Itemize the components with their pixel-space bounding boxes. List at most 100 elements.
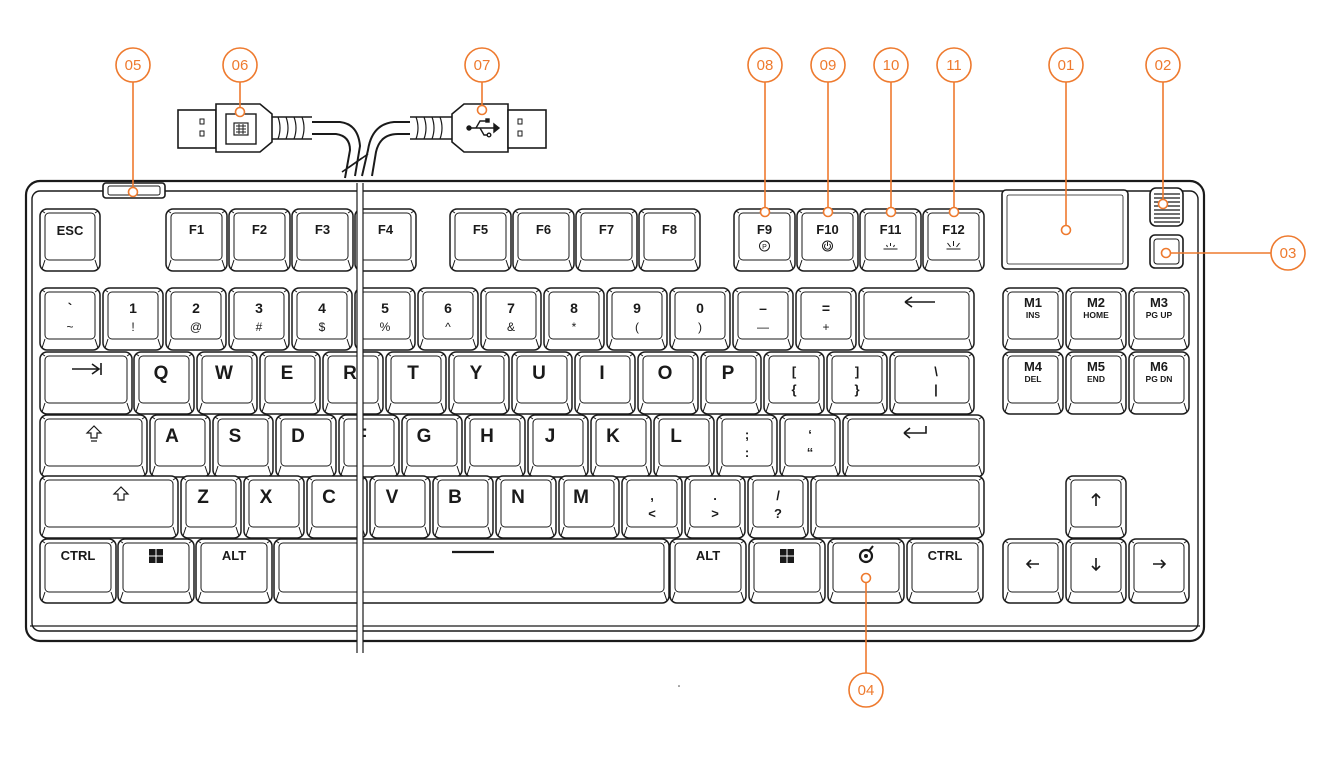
key-punct-0[interactable]: ;: [716, 414, 778, 478]
key-bracket-0[interactable]: [{ [763, 351, 825, 415]
key-num-8[interactable]: 8* [543, 287, 605, 351]
key-num-6[interactable]: 6^ [417, 287, 479, 351]
key-num-4[interactable]: 4$ [291, 287, 353, 351]
key-f10[interactable]: F10 [796, 208, 859, 272]
key-top-1: 1 [129, 300, 137, 316]
key-b[interactable]: B [432, 475, 494, 539]
key-num-0[interactable]: `~ [39, 287, 101, 351]
key-f2[interactable]: F2 [228, 208, 291, 272]
key-num-2[interactable]: 2@ [165, 287, 227, 351]
key-w[interactable]: W [196, 351, 258, 415]
key-n[interactable]: N [495, 475, 557, 539]
key-o[interactable]: O [637, 351, 699, 415]
key-num-11[interactable]: –— [732, 287, 794, 351]
key-f6[interactable]: F6 [512, 208, 575, 272]
key-right-win[interactable] [748, 538, 826, 604]
key-enter[interactable] [842, 414, 985, 478]
key-e[interactable]: E [259, 351, 321, 415]
key-left-win[interactable] [117, 538, 195, 604]
key-left-ctrl[interactable]: CTRL [39, 538, 117, 604]
key-punct2-0[interactable]: ,< [621, 475, 683, 539]
key-backslash[interactable]: \| [889, 351, 975, 415]
steelseries-icon [858, 548, 874, 564]
key-i[interactable]: I [574, 351, 636, 415]
callout-05: 05 [115, 47, 151, 83]
key-v[interactable]: V [369, 475, 431, 539]
key-x[interactable]: X [243, 475, 305, 539]
key-punct2-1[interactable]: .> [684, 475, 746, 539]
callout-04: 04 [848, 672, 884, 708]
key-f12-label: F12 [942, 222, 964, 237]
key-d[interactable]: D [275, 414, 337, 478]
key-esc[interactable]: ESC [39, 208, 101, 272]
key-arrow-down[interactable] [1065, 538, 1127, 604]
key-space[interactable] [273, 538, 670, 604]
key-f12[interactable]: F12 [922, 208, 985, 272]
key-p[interactable]: P [700, 351, 762, 415]
key-punct2-2[interactable]: /? [747, 475, 809, 539]
key-f2-label: F2 [252, 222, 267, 237]
key-l[interactable]: L [653, 414, 715, 478]
key-f11[interactable]: F11 [859, 208, 922, 272]
key-j[interactable]: J [527, 414, 589, 478]
key-left-alt[interactable]: ALT [195, 538, 273, 604]
key-right-alt-label: ALT [696, 548, 720, 563]
key-caps-lock[interactable] [39, 414, 148, 478]
key-y[interactable]: Y [448, 351, 510, 415]
key-a[interactable]: A [149, 414, 211, 478]
key-z-label: Z [197, 487, 209, 508]
key-f7-label: F7 [599, 222, 614, 237]
key-left-shift[interactable] [39, 475, 179, 539]
key-num-10[interactable]: 0) [669, 287, 731, 351]
key-top-9: 9 [633, 300, 641, 316]
key-right-alt[interactable]: ALT [669, 538, 747, 604]
key-num-9[interactable]: 9( [606, 287, 668, 351]
key-f4[interactable]: F4 [354, 208, 417, 272]
key-right-ctrl[interactable]: CTRL [906, 538, 984, 604]
key-num-5[interactable]: 5% [354, 287, 416, 351]
key-q[interactable]: Q [133, 351, 195, 415]
key-f1[interactable]: F1 [165, 208, 228, 272]
key-k[interactable]: K [590, 414, 652, 478]
key-top-sym: = [822, 300, 830, 316]
key-num-3[interactable]: 3# [228, 287, 290, 351]
key-f9[interactable]: F9 [733, 208, 796, 272]
key-backspace[interactable] [858, 287, 975, 351]
key-s[interactable]: S [212, 414, 274, 478]
key-arrow-left[interactable] [1002, 538, 1064, 604]
callout-04-number: 04 [858, 682, 875, 699]
key-m[interactable]: M [558, 475, 620, 539]
key-u[interactable]: U [511, 351, 573, 415]
key-f3[interactable]: F3 [291, 208, 354, 272]
key-arrow-up[interactable] [1065, 475, 1127, 539]
key-f7[interactable]: F7 [575, 208, 638, 272]
key-arrow-right[interactable] [1128, 538, 1190, 604]
key-punct-1[interactable]: ‘“ [779, 414, 841, 478]
key-top-2: 2 [192, 300, 200, 316]
key-z[interactable]: Z [180, 475, 242, 539]
key-tab[interactable] [39, 351, 133, 415]
key-r[interactable]: R [322, 351, 384, 415]
key-t[interactable]: T [385, 351, 447, 415]
callout-10-anchor [885, 206, 897, 218]
key-num-1[interactable]: 1! [102, 287, 164, 351]
key-right-shift[interactable] [810, 475, 985, 539]
key-f8[interactable]: F8 [638, 208, 701, 272]
key-bracket-1[interactable]: ]} [826, 351, 888, 415]
key-num-7[interactable]: 7& [480, 287, 542, 351]
callout-06: 06 [222, 47, 258, 83]
tab-icon [72, 363, 102, 375]
key-f5[interactable]: F5 [449, 208, 512, 272]
key-num-12[interactable]: =+ [795, 287, 857, 351]
shift-icon [112, 486, 130, 501]
key-f[interactable]: F [338, 414, 400, 478]
key-h[interactable]: H [464, 414, 526, 478]
key-g[interactable]: G [401, 414, 463, 478]
callout-10: 10 [873, 47, 909, 83]
